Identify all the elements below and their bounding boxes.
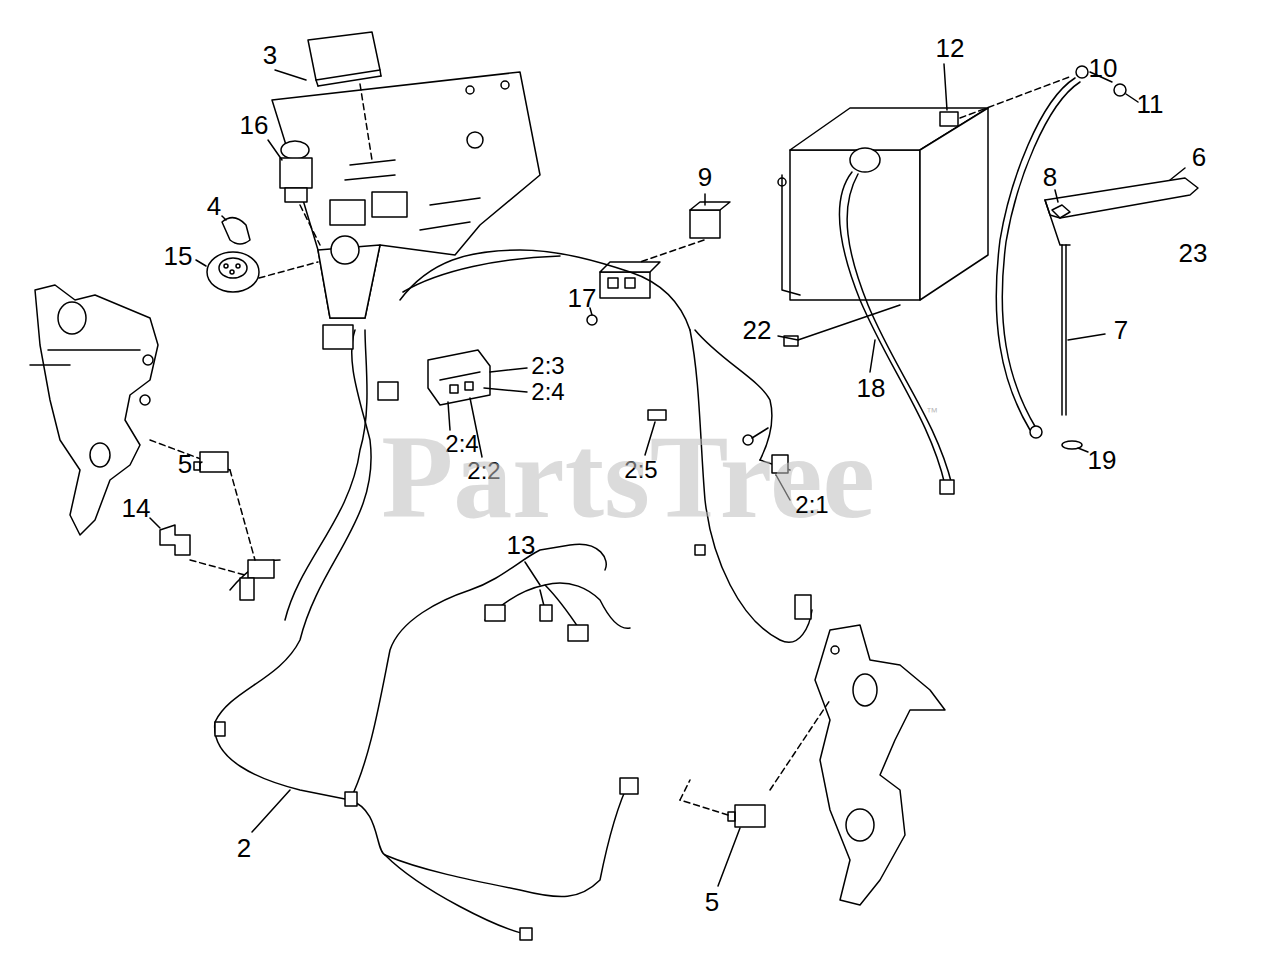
callout-number: 11 xyxy=(1137,91,1164,117)
callout-number: 6 xyxy=(1192,144,1206,170)
callout-number: 4 xyxy=(207,193,221,219)
callout-number: 7 xyxy=(1114,317,1128,343)
callout-number: 12 xyxy=(936,35,965,61)
callout-number: 5 xyxy=(178,451,192,477)
callout-number: 18 xyxy=(857,375,886,401)
callout-number: 23 xyxy=(1179,240,1208,266)
callout-number: 17 xyxy=(568,285,597,311)
trademark: ™ xyxy=(926,406,938,418)
callout-number: 5 xyxy=(705,889,719,915)
callout-number: 15 xyxy=(164,243,193,269)
callout-number: 3 xyxy=(263,42,277,68)
callout-number: 19 xyxy=(1088,447,1117,473)
callout-number: 14 xyxy=(122,495,151,521)
callout-number: 8 xyxy=(1043,164,1057,190)
callout-number: 2:3 xyxy=(531,354,564,378)
callout-number: 2 xyxy=(237,835,251,861)
callout-number: 10 xyxy=(1089,55,1118,81)
callout-number: 2:1 xyxy=(795,493,828,517)
callout-number: 2:4 xyxy=(531,380,564,404)
callout-number: 9 xyxy=(698,164,712,190)
callout-number: 22 xyxy=(743,317,772,343)
watermark: PartsTree xyxy=(381,419,875,537)
callout-number: 16 xyxy=(240,112,269,138)
callout-number: 13 xyxy=(507,532,536,558)
